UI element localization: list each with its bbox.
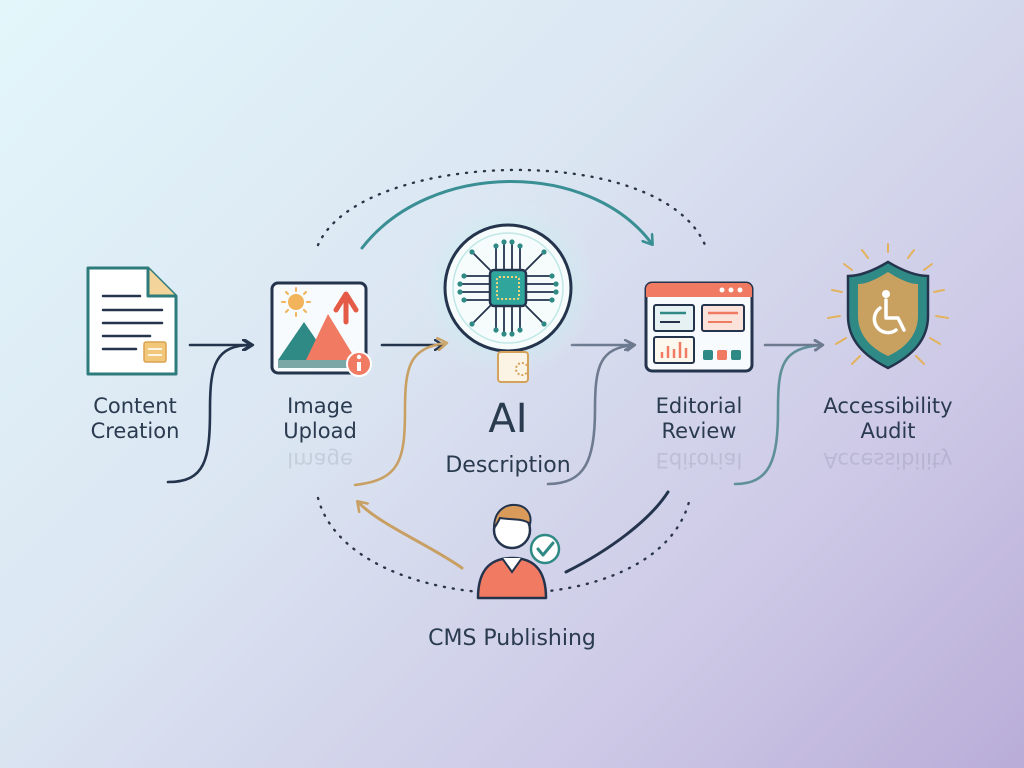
arrow-ai-to-review xyxy=(546,345,634,486)
step-label-description: Description xyxy=(445,453,571,478)
ai-document-badge-icon xyxy=(497,351,529,383)
step-label-cms-publishing: CMS Publishing xyxy=(428,626,596,651)
user-check-icon xyxy=(476,503,561,600)
step-label-editorial-review-reflection: Editorial Review xyxy=(655,448,743,472)
document-icon xyxy=(86,266,178,376)
step-label-ai: AI xyxy=(488,396,528,442)
step-label-content-creation: Content Creation xyxy=(90,394,180,443)
arrow-review-to-cms xyxy=(564,490,670,574)
check-badge-icon xyxy=(529,533,561,565)
step-label-image-upload: Image Upload xyxy=(283,394,357,443)
image-upload-icon xyxy=(270,281,372,377)
arrow-content-to-upload xyxy=(166,345,252,484)
step-label-accessibility-audit: Accessibility Audit xyxy=(823,394,953,443)
arrow-top-arc xyxy=(360,180,652,250)
ai-chip-icon xyxy=(418,198,598,378)
arrow-cms-to-upload xyxy=(358,502,464,570)
step-label-editorial-review: Editorial Review xyxy=(655,394,743,443)
dotted-cycle-ring xyxy=(316,168,707,595)
arrow-review-to-audit xyxy=(733,345,822,486)
accessibility-shield-icon xyxy=(827,243,949,370)
browser-window-icon xyxy=(644,281,754,373)
step-label-image-upload-reflection: Image Upload xyxy=(287,448,353,472)
step-label-accessibility-audit-reflection: Accessibility Audit xyxy=(823,448,953,472)
arrow-gold-feedback xyxy=(353,343,446,487)
